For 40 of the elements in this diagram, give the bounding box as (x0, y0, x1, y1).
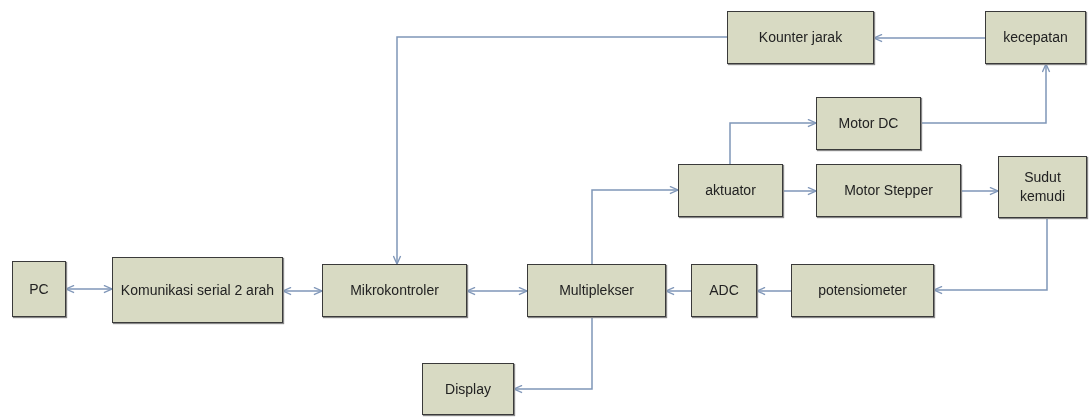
arrow (591, 185, 679, 265)
arrow (513, 316, 593, 394)
box-label: potensiometer (818, 281, 907, 300)
box-label: Display (445, 379, 491, 399)
box-label: Komunikasi serial 2 arah (120, 280, 275, 300)
box-label: Sudut kemudi (1018, 168, 1067, 206)
box-label: Mikrokontroler (350, 281, 439, 300)
box-label: kecepatan (1003, 28, 1068, 47)
process-box (527, 264, 666, 317)
process-box (816, 164, 961, 217)
process-box (791, 264, 934, 317)
box-label: ADC (709, 281, 739, 300)
arrow (933, 217, 1048, 295)
box-label: Multiplekser (559, 281, 634, 300)
arrow (920, 63, 1051, 124)
box-label: aktuator (705, 181, 756, 200)
process-box (691, 264, 757, 317)
arrow (665, 286, 692, 296)
process-box (112, 257, 283, 323)
box-label: Motor Stepper (844, 181, 933, 200)
process-box (422, 363, 514, 415)
process-box (816, 97, 921, 150)
box-label: Motor DC (838, 114, 899, 133)
box-label: Kounter jarak (758, 28, 843, 47)
arrow (65, 284, 113, 294)
arrow (756, 286, 792, 296)
box-label: PC (29, 279, 49, 299)
arrow (960, 186, 999, 196)
arrow (466, 286, 528, 296)
arrow (782, 186, 817, 196)
arrow (392, 36, 728, 265)
arrow (729, 118, 817, 165)
process-box (727, 11, 874, 64)
arrow (873, 33, 986, 43)
process-box (12, 261, 66, 317)
process-box (678, 164, 783, 217)
arrow (282, 286, 323, 296)
process-box (998, 156, 1087, 218)
process-box (985, 11, 1086, 64)
process-box (322, 264, 467, 317)
